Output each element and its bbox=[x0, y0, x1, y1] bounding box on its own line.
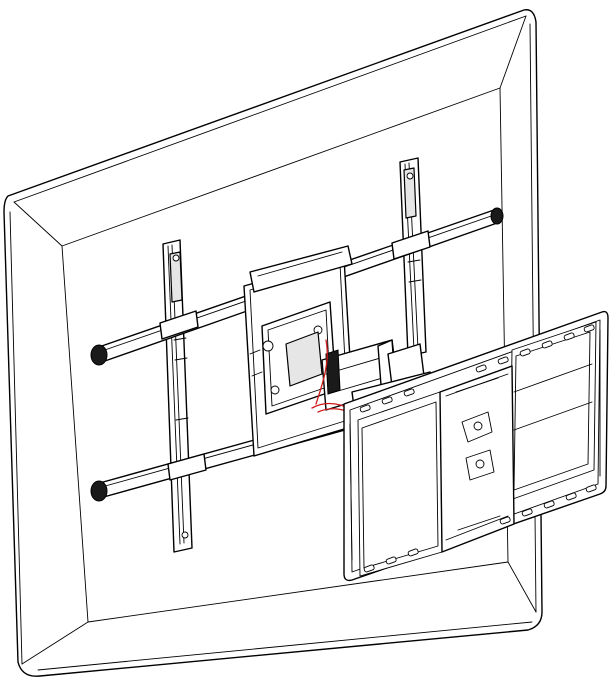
center-wall-plate bbox=[243, 245, 355, 457]
adapter-slots-top bbox=[359, 324, 595, 413]
tv-adapter-plate bbox=[343, 310, 609, 582]
adapter-slots-bottom bbox=[363, 484, 597, 573]
right-vertical-bracket bbox=[399, 157, 427, 357]
